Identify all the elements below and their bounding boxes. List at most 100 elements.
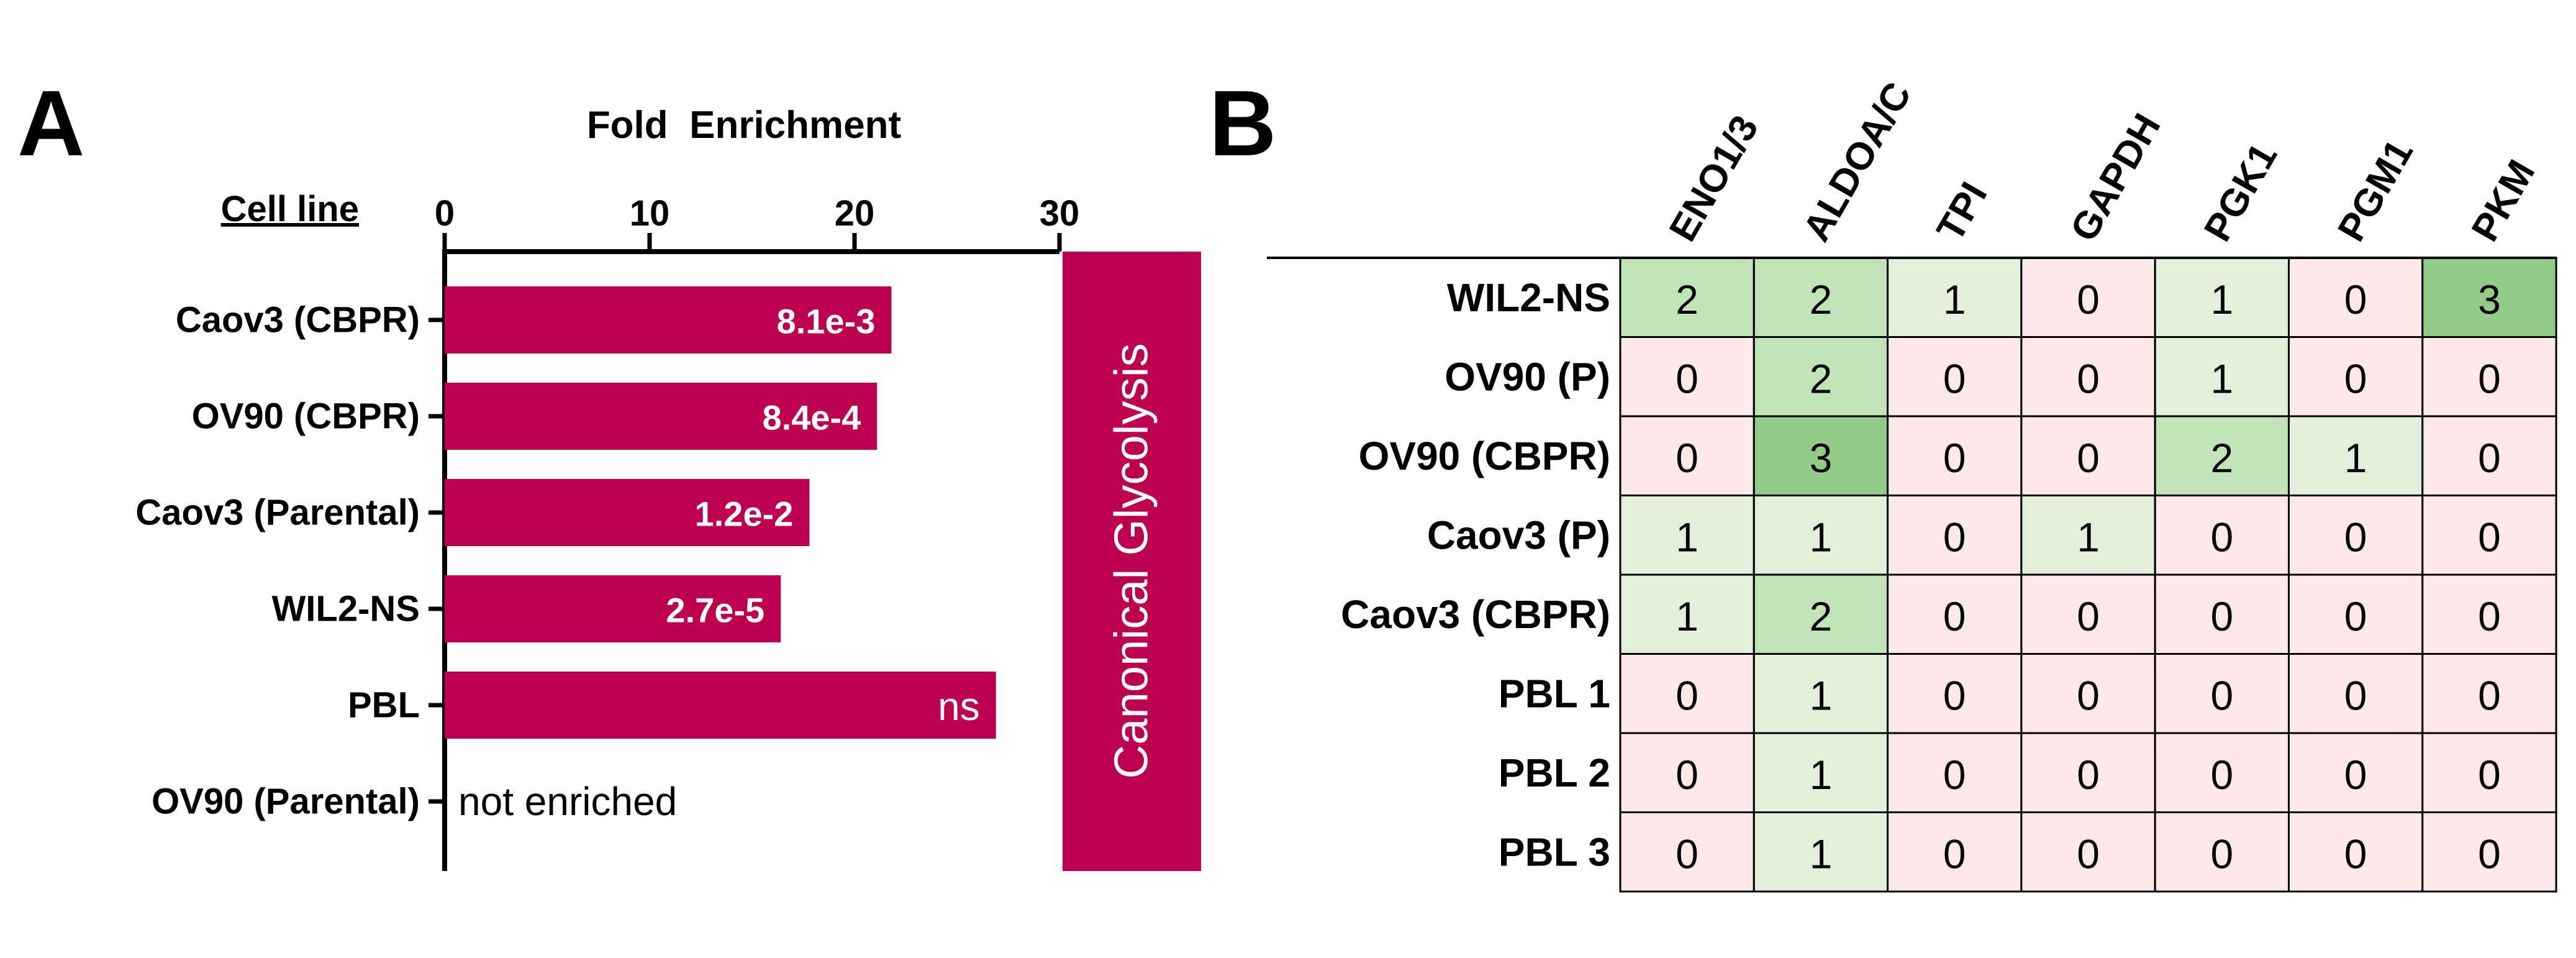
heatmap-cell-value: 2 bbox=[1810, 355, 1833, 401]
heatmap-cell-value: 0 bbox=[1943, 514, 1966, 560]
panel-a-letter: A bbox=[17, 71, 84, 175]
heatmap-row-label: WIL2-NS bbox=[1447, 275, 1610, 320]
category-label: OV90 (Parental) bbox=[152, 782, 420, 822]
heatmap-cell-value: 0 bbox=[2344, 752, 2367, 798]
heatmap-cell bbox=[1887, 573, 2023, 655]
heatmap-cell-value: 0 bbox=[2077, 831, 2100, 877]
heatmap-row-label: Caov3 (CBPR) bbox=[1341, 592, 1610, 637]
heatmap-cell-value: 0 bbox=[2210, 752, 2233, 798]
heatmap-cell-value: 1 bbox=[1810, 831, 1833, 877]
heatmap-cell bbox=[2421, 495, 2557, 576]
heatmap-cell-value: 0 bbox=[2478, 593, 2501, 639]
heatmap-cell bbox=[1887, 811, 2023, 893]
heatmap-cell bbox=[2020, 257, 2156, 338]
heatmap-cell bbox=[2020, 415, 2156, 496]
bar bbox=[445, 575, 781, 642]
canonical-glycolysis-box bbox=[1063, 252, 1201, 871]
heatmap-cell bbox=[2020, 732, 2156, 813]
heatmap-cell-value: 0 bbox=[2344, 355, 2367, 401]
heatmap-cell-value: 0 bbox=[2077, 355, 2100, 401]
bar bbox=[445, 286, 892, 354]
heatmap-cell-value: 0 bbox=[2077, 752, 2100, 798]
heatmap-column-label: PKM bbox=[2464, 153, 2544, 249]
heatmap-column-label: ENO1/3 bbox=[1661, 109, 1767, 249]
heatmap-cell bbox=[1619, 495, 1755, 576]
heatmap-cell-value: 0 bbox=[2478, 752, 2501, 798]
heatmap-cell-value: 0 bbox=[1943, 672, 1966, 718]
bar bbox=[445, 479, 810, 546]
category-label: OV90 (CBPR) bbox=[192, 396, 420, 437]
heatmap-cell-value: 0 bbox=[1676, 672, 1698, 718]
heatmap-cell-value: 0 bbox=[1676, 355, 1698, 401]
heatmap-cell-value: 2 bbox=[1810, 593, 1833, 639]
heatmap-cell-value: 0 bbox=[2077, 593, 2100, 639]
heatmap-cell bbox=[1887, 732, 2023, 813]
heatmap-cell-value: 0 bbox=[2478, 355, 2501, 401]
heatmap-cell-value: 3 bbox=[2478, 276, 2501, 322]
heatmap-column-label: PGM1 bbox=[2330, 132, 2422, 249]
heatmap-cell-value: 3 bbox=[1810, 435, 1833, 481]
heatmap-cell bbox=[2421, 257, 2557, 338]
heatmap-cell-value: 0 bbox=[2077, 672, 2100, 718]
panel-b-letter: B bbox=[1209, 71, 1276, 175]
heatmap-cell bbox=[1753, 573, 1889, 655]
heatmap-cell bbox=[2154, 732, 2290, 813]
heatmap-cell-value: 1 bbox=[2077, 514, 2100, 560]
heatmap-cell-value: 0 bbox=[1943, 831, 1966, 877]
heatmap-cell bbox=[2421, 573, 2557, 655]
heatmap-cell bbox=[2288, 336, 2424, 417]
heatmap-cell bbox=[1887, 257, 2023, 338]
heatmap-cell-value: 1 bbox=[1810, 514, 1833, 560]
heatmap-cell bbox=[2421, 653, 2557, 734]
heatmap-cell-value: 1 bbox=[2210, 355, 2233, 401]
heatmap-cell-value: 1 bbox=[1810, 752, 1833, 798]
heatmap-cell-value: 0 bbox=[2210, 672, 2233, 718]
heatmap-cell bbox=[2020, 811, 2156, 893]
heatmap-cell-value: 0 bbox=[1943, 752, 1966, 798]
bar-data-label: ns bbox=[938, 684, 980, 729]
heatmap-cell bbox=[1753, 495, 1889, 576]
heatmap-cell bbox=[2288, 415, 2424, 496]
heatmap-cell-value: 0 bbox=[2210, 593, 2233, 639]
heatmap-cell bbox=[2421, 732, 2557, 813]
heatmap-cell bbox=[2288, 495, 2424, 576]
heatmap-cell-value: 0 bbox=[2478, 514, 2501, 560]
canonical-glycolysis-label: Canonical Glycolysis bbox=[1105, 343, 1158, 778]
heatmap-cell-value: 0 bbox=[2344, 831, 2367, 877]
bar-data-label: 8.4e-4 bbox=[763, 398, 861, 437]
heatmap-cell-value: 2 bbox=[1676, 276, 1698, 322]
heatmap-cell bbox=[2020, 495, 2156, 576]
not-enriched-label: not enriched bbox=[458, 779, 677, 824]
heatmap-cell bbox=[2421, 811, 2557, 893]
category-label: Caov3 (Parental) bbox=[135, 493, 420, 533]
heatmap-cell-value: 1 bbox=[1810, 672, 1833, 718]
heatmap-cell-value: 1 bbox=[1676, 593, 1698, 639]
x-tick-label: 10 bbox=[630, 193, 670, 234]
heatmap-cell-value: 0 bbox=[1676, 752, 1698, 798]
heatmap-cell bbox=[2154, 811, 2290, 893]
heatmap-cell-value: 0 bbox=[2210, 514, 2233, 560]
bar bbox=[445, 672, 996, 739]
heatmap-cell-value: 0 bbox=[2077, 435, 2100, 481]
heatmap-row-label: OV90 (P) bbox=[1444, 354, 1610, 399]
heatmap-column-label: GAPDH bbox=[2062, 107, 2169, 249]
heatmap-cell-value: 0 bbox=[1943, 435, 1966, 481]
heatmap-column-label: ALDOA/C bbox=[1795, 75, 1920, 249]
category-label: Caov3 (CBPR) bbox=[176, 300, 420, 340]
fold-enrichment-axis-title: Fold Enrichment bbox=[587, 104, 901, 147]
heatmap-cell bbox=[1619, 811, 1755, 893]
heatmap-cell bbox=[2154, 336, 2290, 417]
heatmap-cell-value: 0 bbox=[2210, 831, 2233, 877]
category-label: PBL bbox=[348, 685, 420, 726]
heatmap-cell-value: 0 bbox=[2344, 514, 2367, 560]
heatmap-cell-value: 1 bbox=[2344, 435, 2367, 481]
bar-data-label: 1.2e-2 bbox=[695, 495, 794, 534]
heatmap-cell-value: 0 bbox=[1676, 831, 1698, 877]
heatmap-cell bbox=[2154, 257, 2290, 338]
heatmap-row-label: PBL 3 bbox=[1499, 829, 1610, 874]
heatmap-row-label: PBL 2 bbox=[1499, 750, 1610, 795]
heatmap-cell-value: 0 bbox=[2344, 276, 2367, 322]
heatmap-cell-value: 0 bbox=[2478, 672, 2501, 718]
heatmap-cell-value: 0 bbox=[1943, 355, 1966, 401]
